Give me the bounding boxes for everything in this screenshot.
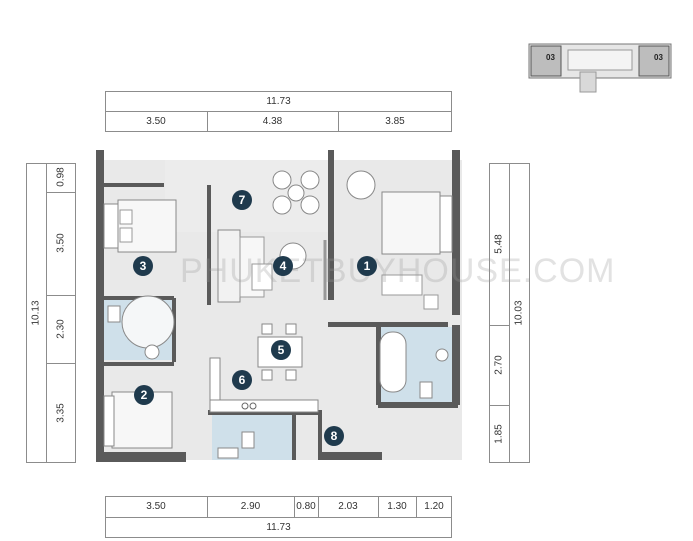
bottom-dimension-divider: [105, 517, 452, 518]
master-bath-fixtures: [379, 331, 449, 399]
room-marker-8: 8: [324, 426, 344, 446]
bedroom-3-furniture: [103, 199, 177, 253]
room-marker-4: 4: [273, 256, 293, 276]
kitchen-fixtures: [209, 357, 319, 413]
bedroom-1-furniture: [346, 170, 453, 310]
right-dimension-tick: [489, 405, 509, 406]
top-dimension-divider: [105, 111, 452, 112]
room-marker-6: 6: [232, 370, 252, 390]
right-dimension-divider: [509, 163, 510, 463]
top-dimension-segment: 4.38: [262, 116, 283, 127]
bottom-dimension-total: 11.73: [266, 522, 291, 533]
bottom-dimension-tick: [416, 496, 417, 517]
walls: [96, 150, 460, 462]
key-plan-label-right: 03: [654, 53, 663, 62]
left-dimension-total: 10.13: [30, 300, 42, 326]
left-dimension-tick: [46, 363, 76, 364]
top-dimension-segment: 3.50: [146, 116, 166, 127]
key-plan: [528, 43, 672, 93]
room-marker-2: 2: [134, 385, 154, 405]
living-furniture: [217, 229, 327, 303]
bottom-dimension-segment: 0.80: [296, 501, 316, 512]
bottom-dimension-tick: [294, 496, 295, 517]
room-marker-5: 5: [271, 340, 291, 360]
right-dimension-segment: 1.85: [493, 424, 505, 444]
right-dimension-total: 10.03: [513, 300, 525, 326]
bath-2-fixtures: [217, 431, 255, 459]
key-plan-label-left: 03: [546, 53, 555, 62]
left-dimension-box: [26, 163, 76, 463]
left-dimension-tick: [46, 192, 76, 193]
room-marker-3: 3: [133, 256, 153, 276]
terrace-furniture: [272, 170, 320, 215]
left-dimension-segment: 3.50: [55, 233, 67, 253]
bottom-dimension-tick: [378, 496, 379, 517]
watermark: PHUKETBUYHOUSE.COM: [180, 252, 616, 290]
room-marker-7: 7: [232, 190, 252, 210]
room-marker-1: 1: [357, 256, 377, 276]
bottom-dimension-segment: 2.90: [240, 501, 261, 512]
bottom-dimension-tick: [318, 496, 319, 517]
bottom-dimension-segment: 1.30: [387, 501, 407, 512]
bottom-dimension-segment: 2.03: [338, 501, 358, 512]
bath-3-fixtures: [107, 295, 175, 360]
top-dimension-tick: [207, 111, 208, 132]
top-dimension-tick: [338, 111, 339, 132]
left-dimension-segment: 3.35: [55, 403, 67, 423]
bottom-dimension-segment: 3.50: [146, 501, 166, 512]
left-dimension-divider: [46, 163, 47, 463]
top-dimension-segment: 3.85: [385, 116, 405, 127]
right-dimension-tick: [489, 325, 509, 326]
right-dimension-segment: 5.48: [493, 234, 505, 254]
left-dimension-segment: 2.30: [55, 319, 67, 339]
left-dimension-segment: 0.98: [55, 167, 67, 187]
bottom-dimension-segment: 1.20: [424, 501, 444, 512]
right-dimension-segment: 2.70: [493, 355, 505, 375]
top-dimension-total: 11.73: [266, 96, 291, 107]
left-dimension-tick: [46, 295, 76, 296]
bottom-dimension-tick: [207, 496, 208, 517]
